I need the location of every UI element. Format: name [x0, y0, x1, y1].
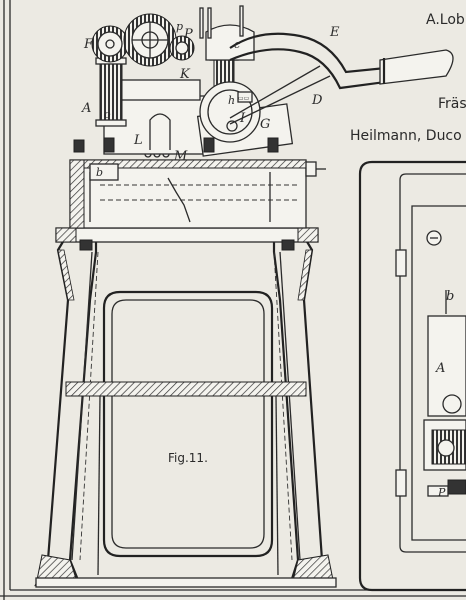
header-author-text: A.Lob — [426, 12, 465, 28]
label-F: F — [83, 37, 94, 52]
detail-figure: b A P — [358, 160, 466, 592]
cutter-tag-text: ▭▭ — [238, 95, 249, 102]
header-title-text: Fräs — [438, 96, 466, 112]
label-K: K — [179, 67, 191, 82]
detail-label-b: b — [446, 289, 454, 304]
label-P: P — [183, 27, 193, 42]
label-M: M — [173, 149, 188, 164]
machine-bed — [69, 150, 326, 229]
machine-figure: ▭▭ F p P c E K A o h I G — [34, 5, 454, 588]
label-o: o — [104, 108, 111, 121]
label-L: L — [133, 133, 143, 148]
gear-train — [91, 13, 195, 67]
lever-arm — [229, 32, 454, 125]
label-E: E — [329, 25, 340, 40]
figure-caption: Fig.11. — [168, 451, 208, 465]
label-D: D — [311, 93, 323, 108]
label-G: G — [260, 117, 270, 132]
label-p: p — [176, 20, 183, 33]
label-c: c — [234, 38, 240, 51]
part-labels: F p P c E K A o h I G D L M b — [81, 20, 340, 179]
cutter-head: ▭▭ — [199, 5, 261, 143]
label-h: h — [228, 94, 235, 107]
label-A: A — [81, 101, 91, 116]
label-I: I — [239, 111, 246, 126]
header-maker-text: Heilmann, Duco — [350, 128, 462, 144]
label-b: b — [96, 166, 103, 179]
stand-frame — [34, 227, 337, 588]
detail-label-P: P — [437, 486, 446, 499]
detail-label-A: A — [435, 361, 445, 376]
